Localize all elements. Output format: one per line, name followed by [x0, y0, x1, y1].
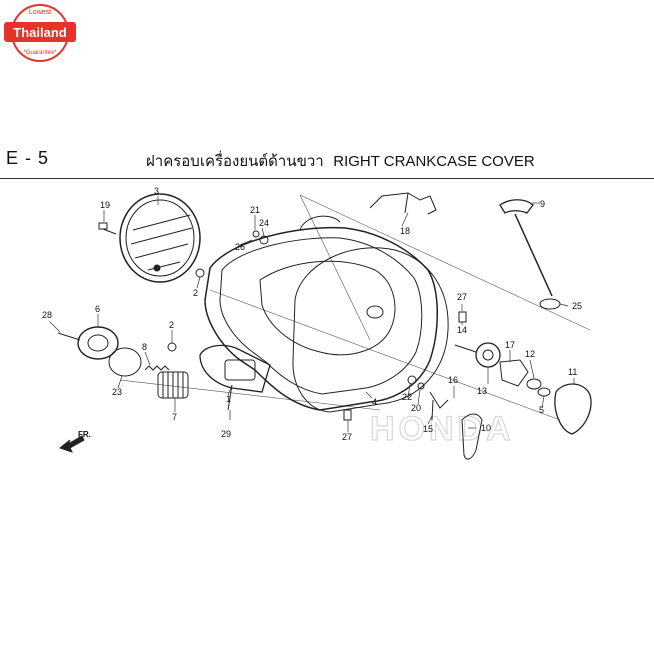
diagram-title: ฝาครอบเครื่องยนต์ด้านขวา RIGHT CRANKCASE…	[146, 149, 535, 173]
part-12-ring	[526, 378, 542, 390]
callout-16: 16	[448, 375, 458, 385]
part-20-bolt	[417, 382, 425, 390]
part-2-dowel-lower	[167, 342, 177, 352]
part-1-crankcase-cover	[204, 215, 438, 411]
callout-25: 25	[572, 301, 582, 311]
part-11-cam	[554, 383, 592, 435]
callout-7: 7	[172, 412, 177, 422]
part-15-pin	[431, 399, 434, 421]
callout-6: 6	[95, 304, 100, 314]
callout-14: 14	[457, 325, 467, 335]
part-17-plate	[499, 359, 529, 387]
callout-5: 5	[539, 405, 544, 415]
callout-24: 24	[259, 218, 269, 228]
callout-2-lower: 2	[169, 320, 174, 330]
callout-29: 29	[221, 429, 231, 439]
front-direction-label: FR.	[78, 430, 91, 439]
assembly-guide-lines	[119, 194, 591, 421]
callout-26: 26	[235, 242, 245, 252]
part-13-assembly	[454, 342, 501, 368]
diagram-header: E - 5 ฝาครอบเครื่องยนต์ด้านขวา RIGHT CRA…	[0, 140, 654, 180]
header-rule	[0, 178, 654, 179]
callout-12: 12	[525, 349, 535, 359]
title-english: RIGHT CRANKCASE COVER	[333, 153, 535, 170]
lowest-thailand-badge: Lowest Thailand *Guarantee*	[4, 4, 76, 62]
callout-1: 1	[226, 394, 231, 404]
starter-motor	[199, 344, 271, 393]
callout-3: 3	[154, 186, 159, 196]
badge-main-text: Thailand	[13, 25, 67, 40]
callout-20: 20	[411, 403, 421, 413]
callout-2-upper: 2	[193, 288, 198, 298]
callout-11: 11	[568, 367, 577, 377]
callout-27-lower: 27	[342, 432, 352, 442]
part-22-washer	[407, 375, 417, 385]
callout-8: 8	[142, 342, 147, 352]
badge-top-text: Lowest	[29, 9, 51, 16]
callout-21: 21	[250, 205, 260, 215]
part-16-spring	[429, 391, 449, 409]
part-10-shift-arm	[461, 413, 483, 460]
section-code: E - 5	[6, 148, 50, 168]
callout-10: 10	[481, 423, 491, 433]
part-19-bolt	[98, 222, 117, 235]
part-27-dowel-lower	[343, 409, 352, 421]
callout-23: 23	[112, 387, 122, 397]
callout-leader-lines	[49, 196, 575, 432]
part-29-bolt	[227, 384, 233, 411]
callout-19: 19	[100, 200, 110, 210]
part-7-oil-filter	[157, 371, 189, 399]
honda-watermark: HONDA	[370, 410, 515, 448]
callout-28: 28	[42, 310, 52, 320]
part-5-seal	[537, 387, 551, 397]
callout-4: 4	[372, 397, 377, 407]
badge-bottom-text: *Guarantee*	[23, 50, 57, 56]
callout-13: 13	[477, 386, 487, 396]
front-direction-arrow	[58, 435, 85, 453]
part-18-bracket	[369, 192, 437, 215]
part-8-spring	[144, 365, 170, 371]
title-thai: ฝาครอบเครื่องยนต์ด้านขวา	[146, 152, 324, 170]
badge-banner	[4, 22, 76, 42]
part-27-dowel-upper	[458, 311, 467, 323]
callout-15: 15	[423, 424, 433, 434]
part-21-bolt	[252, 230, 260, 238]
part-3-clutch-cover	[119, 193, 201, 283]
part-6-pump-cover	[57, 326, 119, 360]
callout-27-upper: 27	[457, 292, 467, 302]
part-23-o-ring	[108, 347, 142, 377]
callout-17: 17	[505, 340, 515, 350]
exploded-parts-diagram: HONDA	[42, 186, 592, 460]
callout-9: 9	[540, 199, 545, 209]
part-4-gasket	[292, 247, 449, 413]
callout-18: 18	[400, 226, 410, 236]
callout-22: 22	[402, 392, 412, 402]
part-2-dowel-upper	[195, 268, 205, 278]
